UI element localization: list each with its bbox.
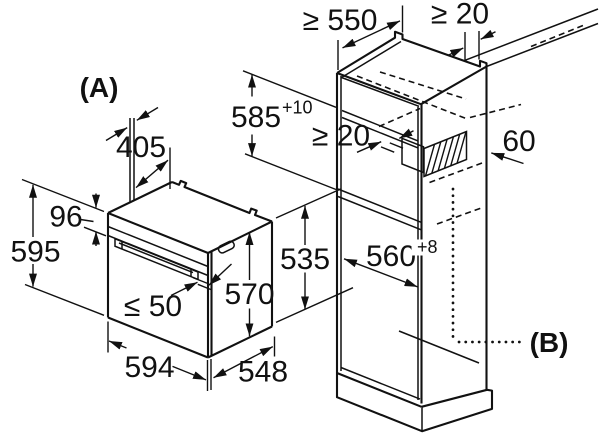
hidden-vent-lower bbox=[429, 162, 483, 184]
dim-panel-height-96: 96 bbox=[49, 193, 107, 246]
dim-oven-depth-548: 548 bbox=[213, 336, 288, 389]
hidden-wall-corner bbox=[530, 24, 584, 48]
cabinet-top-inner-left bbox=[341, 40, 402, 79]
dim-mid-20-value: ≥ 20 bbox=[312, 120, 370, 153]
dim-body-height-535: 535 bbox=[275, 188, 354, 324]
dim-top-offset-405: 405 bbox=[116, 131, 171, 189]
dim-535-value: 535 bbox=[280, 243, 330, 276]
dim-548-value: 548 bbox=[238, 356, 288, 389]
dim-front-height-595: 595 bbox=[10, 178, 105, 316]
dim-570-value: 570 bbox=[224, 278, 274, 311]
dim-50-value: ≤ 50 bbox=[124, 290, 182, 323]
cabinet-floor-back bbox=[398, 330, 480, 364]
label-a: (A) bbox=[80, 72, 119, 103]
dim-550-value: ≥ 550 bbox=[303, 4, 378, 37]
dim-top-rear-gap-20: ≥ 20 bbox=[431, 0, 496, 61]
dim-585-value: 585 bbox=[231, 101, 281, 134]
dim-oven-width-594: 594 bbox=[107, 321, 212, 391]
shelf-upper-bottom bbox=[341, 116, 419, 149]
oven-top-back-edge bbox=[171, 179, 273, 223]
wall-line-outer bbox=[486, 22, 599, 68]
wall-line-inner bbox=[464, 8, 599, 61]
dim-top-20-value: ≥ 20 bbox=[431, 0, 489, 31]
cabinet-bottom-front-edge bbox=[336, 372, 422, 408]
cabinet-side-top-edge bbox=[420, 65, 488, 106]
shelf-lower-bottom bbox=[337, 195, 422, 231]
shelf-lower-front bbox=[337, 188, 422, 224]
cabinet-figure bbox=[335, 8, 599, 433]
oven-side-grip-cutout bbox=[217, 240, 235, 254]
hidden-vent-upper-left bbox=[378, 107, 421, 128]
cabinet-side-bottom-edge bbox=[421, 388, 488, 408]
label-b: (B) bbox=[530, 327, 569, 358]
cabinet-floor-front bbox=[340, 366, 421, 400]
dim-niche-width-560: 560 +8 bbox=[343, 237, 438, 288]
hidden-back-edge-2 bbox=[379, 71, 467, 100]
dim-min-depth-550: ≥ 550 bbox=[303, 4, 404, 70]
oven-figure bbox=[106, 179, 274, 359]
dim-rear-vent-60: 60 bbox=[491, 125, 536, 165]
oven-side-top-edge bbox=[207, 220, 273, 254]
wall-panel-a: (A) bbox=[80, 72, 159, 203]
oven-front-bottom-edge bbox=[107, 316, 209, 359]
dim-door-height-570: 570 bbox=[224, 232, 275, 337]
hidden-shelf-back bbox=[436, 206, 485, 225]
section-b-leader: (B) bbox=[451, 187, 569, 358]
oven-panel-line-top bbox=[107, 225, 209, 268]
dim-handle-clearance-50: ≤ 50 bbox=[124, 263, 232, 323]
hidden-vent-upper-right bbox=[469, 103, 522, 119]
dim-405-value: 405 bbox=[116, 131, 166, 164]
dim-60-value: 60 bbox=[502, 125, 535, 158]
dim-niche-height-585: 585 +10 bbox=[231, 70, 337, 191]
dim-595-value: 595 bbox=[10, 236, 60, 269]
dim-585-tolerance: +10 bbox=[282, 98, 313, 118]
dim-560-tolerance: +8 bbox=[417, 237, 438, 257]
plinth-outline bbox=[335, 373, 494, 433]
cabinet-top-front-edge bbox=[336, 72, 422, 106]
dim-96-value: 96 bbox=[49, 201, 82, 234]
dim-mid-rear-gap-20: ≥ 20 bbox=[312, 120, 414, 153]
dim-560-value: 560 bbox=[366, 240, 416, 273]
dim-594-value: 594 bbox=[124, 351, 174, 384]
oven-top-left-edge bbox=[107, 181, 173, 214]
oven-top-front-edge bbox=[107, 212, 209, 254]
cabinet-top-inner-front bbox=[341, 76, 420, 108]
vent-cutout-hatch bbox=[423, 130, 468, 178]
